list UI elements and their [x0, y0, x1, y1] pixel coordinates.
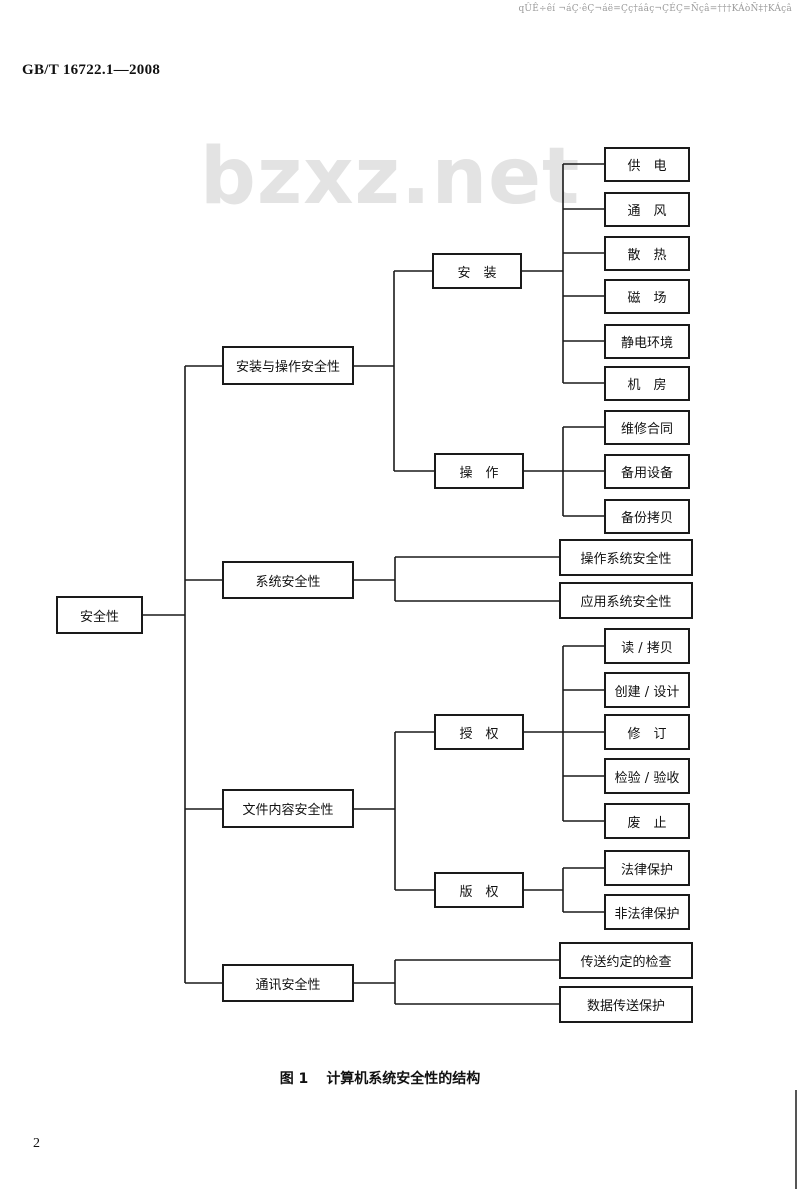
leaf-authorize-4: 检验 / 验收: [604, 758, 690, 794]
leaf-authorize-5: 废 止: [604, 803, 690, 839]
header-garbled-text: qÛÊ÷êí ¬áÇ·êÇ¬áë=Çç†áâç¬ÇÉÇ=Ñçâ=†††KÁòÑ‡…: [518, 4, 792, 14]
leaf-install-3: 散 热: [604, 236, 690, 271]
leaf-comm-1: 传送约定的检查: [559, 942, 693, 979]
leaf-system-1: 操作系统安全性: [559, 539, 693, 576]
page-number: 2: [33, 1136, 40, 1151]
page-edge-line: [795, 1090, 797, 1189]
leaf-authorize-1: 读 / 拷贝: [604, 628, 690, 664]
leaf-install-6: 机 房: [604, 366, 690, 401]
figure-label: 图 1: [279, 1071, 309, 1087]
node-root: 安全性: [56, 596, 143, 634]
node-authorize: 授 权: [434, 714, 524, 750]
leaf-operate-2: 备用设备: [604, 454, 690, 489]
leaf-copyright-2: 非法律保护: [604, 894, 690, 930]
leaf-operate-3: 备份拷贝: [604, 499, 690, 534]
watermark: bzxz.net: [200, 132, 581, 222]
node-doc-content-security: 文件内容安全性: [222, 789, 354, 828]
leaf-install-1: 供 电: [604, 147, 690, 182]
leaf-authorize-3: 修 订: [604, 714, 690, 750]
figure-caption: 图 1 计算机系统安全性的结构: [0, 1068, 760, 1088]
node-copyright: 版 权: [434, 872, 524, 908]
node-system-security: 系统安全性: [222, 561, 354, 599]
figure-title: 计算机系统安全性的结构: [326, 1071, 481, 1087]
leaf-install-5: 静电环境: [604, 324, 690, 359]
node-install-ops-security: 安装与操作安全性: [222, 346, 354, 385]
node-comm-security: 通讯安全性: [222, 964, 354, 1002]
node-install: 安 装: [432, 253, 522, 289]
leaf-install-2: 通 风: [604, 192, 690, 227]
node-operate: 操 作: [434, 453, 524, 489]
standard-number: GB/T 16722.1—2008: [22, 62, 161, 78]
leaf-operate-1: 维修合同: [604, 410, 690, 445]
leaf-comm-2: 数据传送保护: [559, 986, 693, 1023]
leaf-system-2: 应用系统安全性: [559, 582, 693, 619]
leaf-copyright-1: 法律保护: [604, 850, 690, 886]
leaf-install-4: 磁 场: [604, 279, 690, 314]
leaf-authorize-2: 创建 / 设计: [604, 672, 690, 708]
